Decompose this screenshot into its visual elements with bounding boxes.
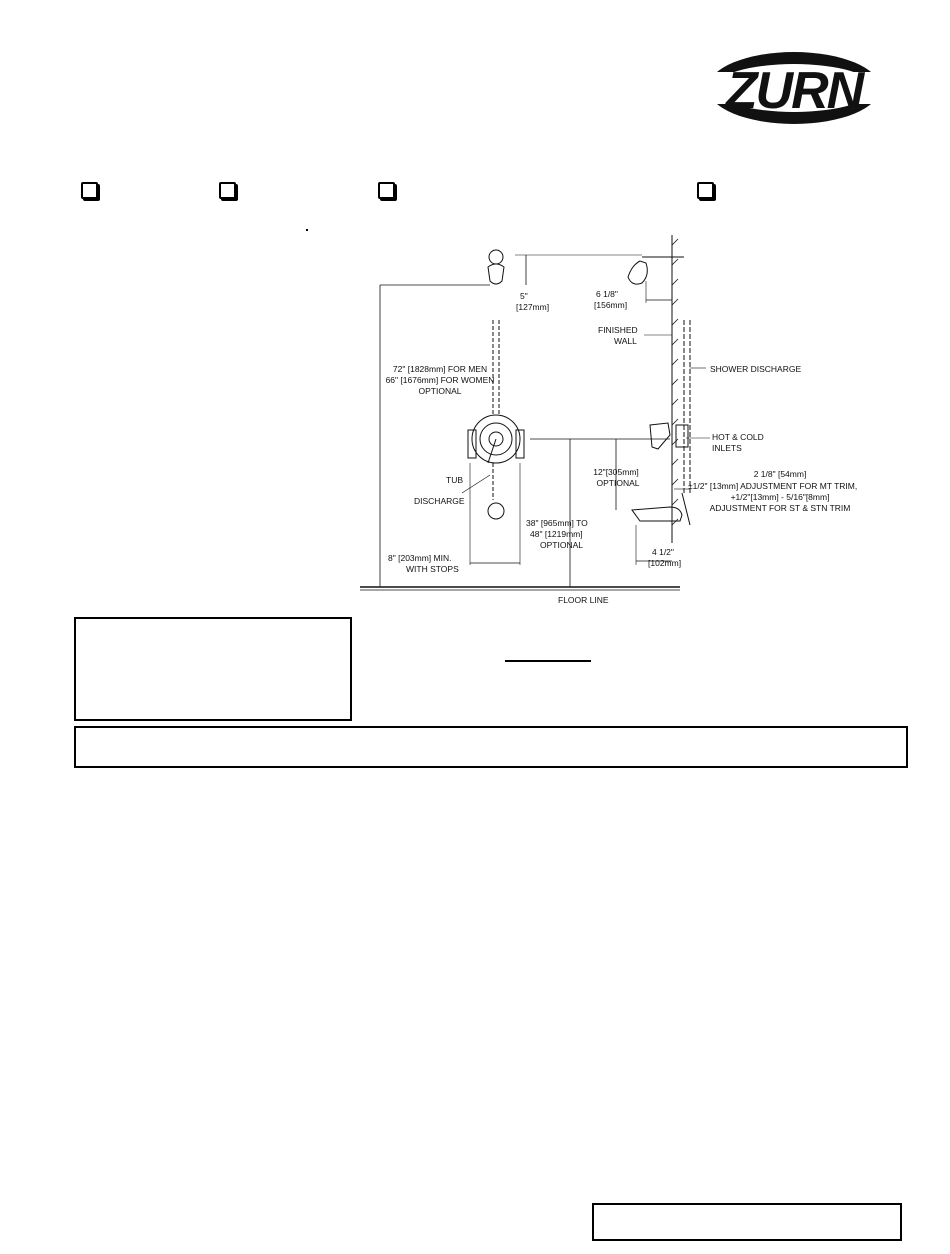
label-dim-12in: 12"[305mm] xyxy=(593,467,639,477)
label-dim-38in: 38" [965mm] TO xyxy=(526,518,588,528)
footer-box xyxy=(592,1203,902,1241)
label-height-women: 66" [1676mm] FOR WOMEN xyxy=(386,375,495,385)
label-wall: WALL xyxy=(614,336,637,346)
label-dim-156mm: [156mm] xyxy=(594,300,627,310)
label-adjust-mt: ±1/2" [13mm] ADJUSTMENT FOR MT TRIM, xyxy=(688,481,857,491)
label-dim-48in: 48" [1219mm] xyxy=(530,529,583,539)
label-finished: FINISHED xyxy=(598,325,638,335)
label-tub: TUB xyxy=(446,475,463,485)
label-dim-2-1-8: 2 1/8" [54mm] xyxy=(754,469,807,479)
label-hot-cold: HOT & COLD xyxy=(712,432,764,442)
label-tub-discharge: DISCHARGE xyxy=(414,496,465,506)
label-dim-102mm: [102mm] xyxy=(648,558,681,568)
zurn-logo: ZURN xyxy=(706,52,882,124)
label-dim-5in: 5" xyxy=(520,291,528,301)
label-dim-8in: 8" [203mm] MIN. xyxy=(388,553,451,563)
checkbox-2[interactable] xyxy=(219,182,236,199)
label-height-men: 72" [1828mm] FOR MEN xyxy=(393,364,487,374)
logo-text: ZURN xyxy=(724,62,866,120)
label-adjust-st: ADJUSTMENT FOR ST & STN TRIM xyxy=(710,503,851,513)
label-height-optional: OPTIONAL xyxy=(419,386,462,396)
underline-rule xyxy=(505,660,591,662)
info-box-left xyxy=(74,617,352,721)
checkbox-4[interactable] xyxy=(697,182,714,199)
label-dim-127mm: [127mm] xyxy=(516,302,549,312)
rough-in-drawing: 5" [127mm] 6 1/8" [156mm] FINISHED WALL … xyxy=(360,235,857,605)
info-box-wide xyxy=(74,726,908,768)
label-adjust-range: +1/2"[13mm] - 5/16"[8mm] xyxy=(731,492,830,502)
label-dim-12-optional: OPTIONAL xyxy=(597,478,640,488)
label-dim-38-optional: OPTIONAL xyxy=(540,540,583,550)
checkbox-3[interactable] xyxy=(378,182,395,199)
label-dim-4-1-2: 4 1/2" xyxy=(652,547,674,557)
label-with-stops: WITH STOPS xyxy=(406,564,459,574)
label-dim-6-1-8: 6 1/8" xyxy=(596,289,618,299)
stray-mark xyxy=(306,229,308,231)
checkbox-1[interactable] xyxy=(81,182,98,199)
label-shower-discharge: SHOWER DISCHARGE xyxy=(710,364,801,374)
label-floor-line: FLOOR LINE xyxy=(558,595,609,605)
label-inlets: INLETS xyxy=(712,443,742,453)
